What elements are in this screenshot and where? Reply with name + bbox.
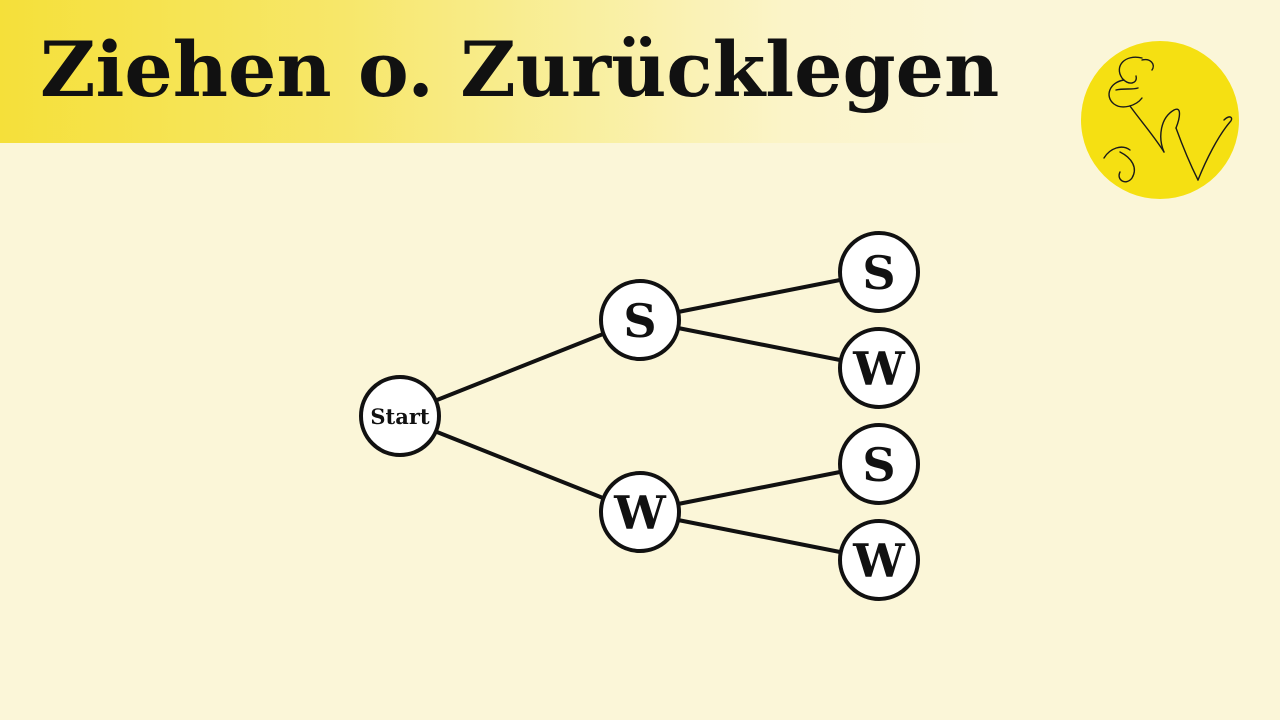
tree-node-level2-ss: S (838, 231, 920, 313)
edge-w-to-s (676, 470, 842, 506)
node-label-level2-ws: S (862, 438, 895, 492)
tree-node-level1-s: S (599, 279, 681, 361)
node-label-level1-s: S (623, 294, 656, 348)
edge-start-to-s (435, 332, 605, 402)
title-band (0, 0, 980, 143)
node-label-level2-sw: W (852, 342, 906, 396)
logo-monogram-icon (1081, 41, 1239, 199)
tree-node-start: Start (359, 375, 441, 457)
edge-start-to-w (435, 430, 605, 500)
node-label-level2-ss: S (862, 246, 895, 300)
node-label-start: Start (370, 404, 430, 429)
edge-w-to-w (676, 518, 842, 554)
edge-s-to-s (676, 278, 842, 314)
tree-node-level2-sw: W (838, 327, 920, 409)
edge-s-to-w (676, 326, 842, 362)
page-title: Ziehen o. Zurücklegen (40, 25, 1000, 114)
tree-node-level2-ws: S (838, 423, 920, 505)
node-label-level1-w: W (613, 486, 667, 540)
tree-node-level2-ww: W (838, 519, 920, 601)
tree-node-level1-w: W (599, 471, 681, 553)
tree-edges (435, 278, 842, 554)
node-label-level2-ww: W (852, 534, 906, 588)
